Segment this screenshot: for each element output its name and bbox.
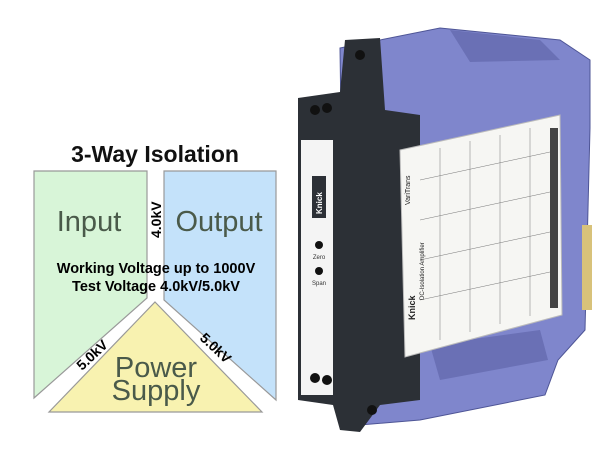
label-grid (419, 128, 551, 340)
front-brand-plate (312, 176, 326, 218)
terminal-screw (322, 103, 332, 113)
spec-working-voltage: Working Voltage up to 1000V (57, 261, 256, 277)
zero-potentiometer[interactable] (315, 241, 323, 249)
span-label: Span (312, 281, 326, 287)
span-potentiometer[interactable] (315, 267, 323, 275)
power-label-2: Supply (112, 375, 201, 407)
label-series: VariTrans (405, 175, 412, 205)
barcode (550, 128, 558, 308)
power-supply-block (47, 301, 264, 413)
terminal-screw (310, 105, 320, 115)
terminal-screw (367, 405, 377, 415)
terminal-screw (355, 50, 365, 60)
power-label-1: Power (115, 352, 198, 384)
side-label (399, 114, 563, 358)
din-rail-clip (582, 225, 592, 310)
label-brand: Knick (407, 294, 417, 320)
output-label: Output (175, 206, 262, 238)
input-block (33, 170, 148, 400)
zero-label: Zero (313, 255, 326, 261)
input-label: Input (57, 206, 122, 238)
spec-test-voltage: Test Voltage 4.0kV/5.0kV (72, 279, 240, 295)
isolation-label-input-output: 4.0kV (148, 201, 164, 238)
terminal-screw (310, 373, 320, 383)
housing-top-vents (450, 30, 560, 62)
terminal-screw (322, 375, 332, 385)
output-block (163, 170, 277, 402)
label-product-type: DC-Isolation Amplifier (420, 242, 426, 300)
front-brand: Knick (315, 192, 324, 214)
diagram-title: 3-Way Isolation (71, 141, 239, 167)
